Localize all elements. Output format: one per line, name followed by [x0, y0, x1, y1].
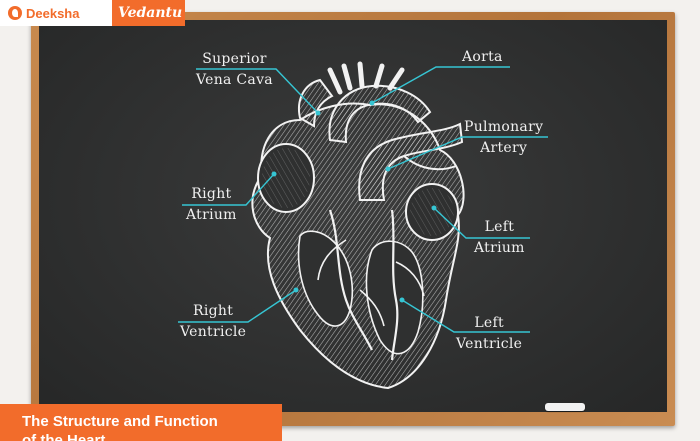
deeksha-text: Deeksha: [26, 5, 80, 21]
leader-left-ventricle: [401, 299, 530, 333]
deeksha-mark-icon: [8, 6, 22, 20]
label-right-ventricle: Right Ventricle: [180, 303, 247, 340]
leader-aorta: [371, 66, 510, 104]
title-banner: The Structure and Function of the Heart: [0, 404, 282, 441]
label-superior-vena-cava: Superior Vena Cava: [196, 51, 273, 88]
leader-right-ventricle: [178, 289, 297, 323]
leader-right-atrium: [182, 173, 275, 206]
label-aorta: Aorta: [462, 49, 503, 65]
pulmonary-artery-shape: [358, 122, 464, 201]
chalk-eraser: [545, 403, 585, 411]
label-right-atrium: Right Atrium: [186, 186, 237, 223]
banner-title-line-1: The Structure and Function: [22, 413, 218, 430]
label-pulmonary-artery: Pulmonary Artery: [464, 119, 544, 156]
label-left-atrium: Left Atrium: [474, 219, 525, 256]
label-left-ventricle: Left Ventricle: [456, 315, 523, 352]
deeksha-logo: Deeksha: [0, 0, 112, 26]
leader-lines: [178, 66, 548, 333]
heart-illustration: [251, 61, 465, 390]
leader-left-atrium: [433, 207, 530, 239]
superior-vena-cava-shape: [298, 78, 334, 128]
leader-superior-vena-cava: [196, 68, 319, 114]
brand-bar: Deeksha Vedantu: [0, 0, 185, 26]
leader-pulmonary-artery: [387, 136, 548, 170]
vedantu-text: Vedantu: [118, 5, 183, 21]
banner-title-line-2: of the Heart: [22, 432, 106, 441]
vedantu-logo: Vedantu: [112, 0, 185, 26]
aorta-shape: [328, 84, 432, 144]
